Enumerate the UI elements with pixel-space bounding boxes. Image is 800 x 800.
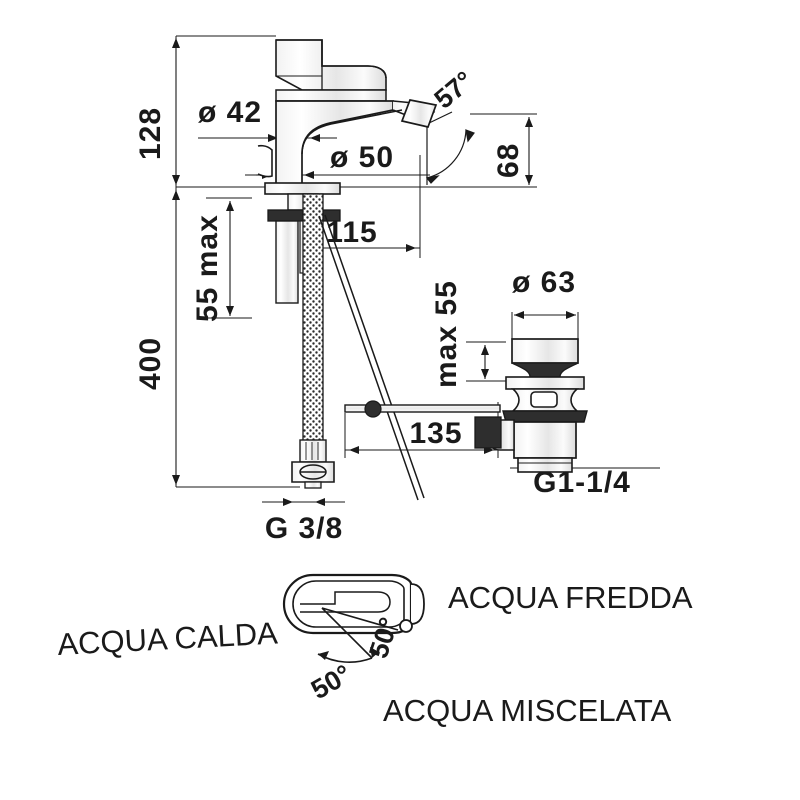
handle-base xyxy=(275,89,387,102)
legend-angle-right xyxy=(321,607,399,631)
dim-d63 xyxy=(511,312,579,340)
dim-135-label: 135 xyxy=(409,417,462,450)
dim-max-55-label: max 55 xyxy=(430,280,463,388)
aerator-icon xyxy=(400,99,438,128)
waste-overflow-window xyxy=(530,391,558,408)
base-plate xyxy=(264,182,341,195)
dim-d63-label: ø 63 xyxy=(512,266,576,299)
pivot-ball xyxy=(364,400,382,418)
legend-angle-left-label: 50° xyxy=(306,659,356,705)
dim-g38-label: G 3/8 xyxy=(265,512,343,545)
dim-d42-label: ø 42 xyxy=(198,96,262,129)
legend-pivot-icon xyxy=(399,619,413,633)
indicator-tab-icon xyxy=(257,144,273,178)
braided-hose-icon xyxy=(291,193,335,489)
handle-range-diagram: 50° 50° ACQUA CALDA ACQUA FREDDA ACQUA M… xyxy=(57,573,693,728)
faucet-body-icon xyxy=(257,39,438,195)
spout-body xyxy=(275,99,438,189)
legend-mixed-label: ACQUA MISCELATA xyxy=(383,693,672,728)
pull-rod-icon xyxy=(318,214,425,501)
dim-d50-label: ø 50 xyxy=(330,141,394,174)
legend-hot-label: ACQUA CALDA xyxy=(57,615,279,662)
waste-rod-gland xyxy=(474,416,502,449)
legend-angle-left-arrows xyxy=(318,647,379,660)
dim-57-deg xyxy=(426,111,467,185)
dim-68-label: 68 xyxy=(492,143,525,178)
dim-400-label: 400 xyxy=(134,337,167,390)
dim-128-label: 128 xyxy=(134,107,167,160)
dim-68 xyxy=(470,113,537,188)
dim-max-55 xyxy=(466,341,506,382)
dim-57-deg-label: 57° xyxy=(429,65,480,114)
legend-cold-label: ACQUA FREDDA xyxy=(448,580,693,615)
dim-57-arrows xyxy=(425,129,475,184)
popup-waste-icon xyxy=(474,338,588,473)
lever-handle-icon xyxy=(275,39,387,91)
dim-55-max-label: 55 max xyxy=(191,214,224,322)
horizontal-link-rod xyxy=(344,400,501,418)
dim-55-max xyxy=(206,197,252,319)
